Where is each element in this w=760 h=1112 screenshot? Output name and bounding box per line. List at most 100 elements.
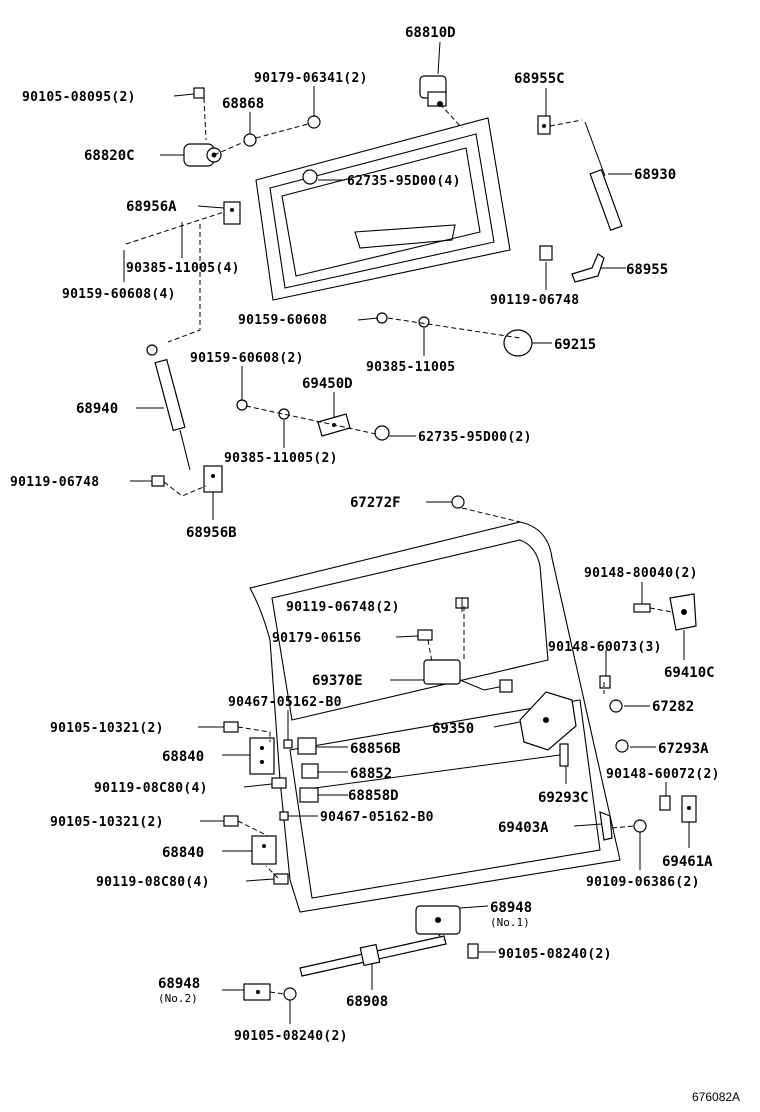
label-90467-05162-B0-b[interactable]: 90467-05162-B0	[320, 810, 434, 825]
label-69215[interactable]: 69215	[554, 337, 596, 353]
part-90385-11005-2-shape	[278, 408, 290, 420]
label-90105-08240-b[interactable]: 90105-08240(2)	[234, 1029, 348, 1044]
label-90159-60608-2[interactable]: 90159-60608(2)	[190, 351, 304, 366]
label-68948-no2[interactable]: 68948	[158, 976, 200, 992]
label-68956A[interactable]: 68956A	[126, 199, 177, 215]
label-68908[interactable]: 68908	[346, 994, 388, 1010]
back-window-glass	[255, 117, 511, 301]
label-67272F[interactable]: 67272F	[350, 495, 401, 511]
part-90148-60072-shape	[659, 795, 671, 811]
part-90159-60608-2-shape	[236, 399, 248, 411]
label-68948-no1-note: (No.1)	[490, 916, 530, 929]
label-68955[interactable]: 68955	[626, 262, 668, 278]
back-door-panel	[249, 521, 621, 913]
part-68948-no2-shape	[243, 983, 271, 1001]
label-69461A[interactable]: 69461A	[662, 854, 713, 870]
part-90105-10321-b-shape	[223, 815, 239, 827]
label-69410C[interactable]: 69410C	[664, 665, 715, 681]
part-90109-06386-shape	[633, 819, 647, 833]
label-68852[interactable]: 68852	[350, 766, 392, 782]
part-90179-06341-shape	[307, 115, 321, 129]
part-67272F-shape	[451, 495, 465, 509]
part-68858D-shape	[299, 787, 319, 803]
label-90119-06748-2[interactable]: 90119-06748(2)	[286, 600, 400, 615]
part-90119-06748-b-shape	[151, 475, 165, 487]
part-68840-b-shape	[251, 835, 277, 865]
label-90105-08095[interactable]: 90105-08095(2)	[22, 90, 136, 105]
part-68956B-shape	[203, 465, 223, 493]
part-90105-10321-a-shape	[223, 721, 239, 733]
label-69403A[interactable]: 69403A	[498, 820, 549, 836]
label-69370E[interactable]: 69370E	[312, 673, 363, 689]
label-68820C[interactable]: 68820C	[84, 148, 135, 164]
label-90148-80040[interactable]: 90148-80040(2)	[584, 566, 698, 581]
part-90148-80040-shape	[633, 603, 651, 613]
label-62735-95D00-2[interactable]: 62735-95D00(2)	[418, 430, 532, 445]
part-90119-08C80-a-shape	[271, 777, 287, 789]
part-68840-a-shape	[249, 737, 275, 775]
part-68852-shape	[301, 763, 319, 779]
label-90119-08C80-b[interactable]: 90119-08C80(4)	[96, 875, 210, 890]
label-69293C[interactable]: 69293C	[538, 790, 589, 806]
part-90105-08240-a-shape	[467, 943, 479, 959]
label-90179-06156[interactable]: 90179-06156	[272, 631, 361, 646]
part-68940-strut-shape	[146, 344, 191, 471]
part-90467-05162-B0-b-shape	[279, 811, 289, 821]
part-69350-shape	[519, 691, 577, 751]
label-90105-08240-a[interactable]: 90105-08240(2)	[498, 947, 612, 962]
label-68940[interactable]: 68940	[76, 401, 118, 417]
label-90119-08C80-a[interactable]: 90119-08C80(4)	[94, 781, 208, 796]
part-90159-60608-shape	[376, 312, 388, 324]
label-90159-60608-4[interactable]: 90159-60608(4)	[62, 287, 176, 302]
label-90105-10321-b[interactable]: 90105-10321(2)	[50, 815, 164, 830]
part-69461A-shape	[681, 795, 697, 823]
part-67282-shape	[609, 699, 623, 713]
label-69450D[interactable]: 69450D	[302, 376, 353, 392]
label-68840-a[interactable]: 68840	[162, 749, 204, 765]
label-68858D[interactable]: 68858D	[348, 788, 399, 804]
label-90385-11005-2[interactable]: 90385-11005(2)	[224, 451, 338, 466]
part-90179-06156-shape	[417, 629, 433, 641]
part-69293C-shape	[559, 743, 569, 767]
part-68810D-motor-shape	[419, 75, 447, 107]
part-67293A-shape	[615, 739, 629, 753]
label-90467-05162-B0-a[interactable]: 90467-05162-B0	[228, 695, 342, 710]
part-68908-shape	[299, 935, 447, 977]
part-62735-95D00-2-shape	[374, 425, 390, 441]
part-69410C-shape	[669, 593, 697, 631]
label-67293A[interactable]: 67293A	[658, 741, 709, 757]
label-68930[interactable]: 68930	[634, 167, 676, 183]
part-90385-11005-shape	[418, 316, 430, 328]
part-90148-60073-shape	[599, 675, 611, 689]
label-90119-06748-a[interactable]: 90119-06748	[490, 293, 579, 308]
label-90385-11005[interactable]: 90385-11005	[366, 360, 455, 375]
label-68956B[interactable]: 68956B	[186, 525, 237, 541]
label-68948-no1[interactable]: 68948	[490, 900, 532, 916]
label-62735-95D00-4[interactable]: 62735-95D00(4)	[347, 174, 461, 189]
part-69370E-shape	[423, 659, 513, 693]
label-68856B[interactable]: 68856B	[350, 741, 401, 757]
part-62735-95D00-4-shape	[302, 169, 318, 185]
label-90179-06341[interactable]: 90179-06341(2)	[254, 71, 368, 86]
label-90148-60072[interactable]: 90148-60072(2)	[606, 767, 720, 782]
assembly-lines	[125, 97, 673, 995]
part-69215-shape	[503, 329, 533, 357]
part-labels: 68810D 90179-06341(2) 68955C 90105-08095…	[10, 25, 720, 1044]
label-67282[interactable]: 67282	[652, 699, 694, 715]
part-68955-shape	[539, 245, 605, 283]
part-68948-no1-shape	[415, 905, 461, 935]
label-68868[interactable]: 68868	[222, 96, 264, 112]
label-90385-11005-4[interactable]: 90385-11005(4)	[126, 261, 240, 276]
label-68955C[interactable]: 68955C	[514, 71, 565, 87]
label-90159-60608[interactable]: 90159-60608	[238, 313, 327, 328]
part-90105-08240-b-shape	[283, 987, 297, 1001]
part-68820C-shape	[183, 143, 222, 167]
part-68868-shape	[243, 133, 257, 147]
label-68810D[interactable]: 68810D	[405, 25, 456, 41]
label-90105-10321-a[interactable]: 90105-10321(2)	[50, 721, 164, 736]
label-68840-b[interactable]: 68840	[162, 845, 204, 861]
label-69350[interactable]: 69350	[432, 721, 474, 737]
label-90148-60073[interactable]: 90148-60073(3)	[548, 640, 662, 655]
label-90109-06386[interactable]: 90109-06386(2)	[586, 875, 700, 890]
label-90119-06748-b[interactable]: 90119-06748	[10, 475, 99, 490]
